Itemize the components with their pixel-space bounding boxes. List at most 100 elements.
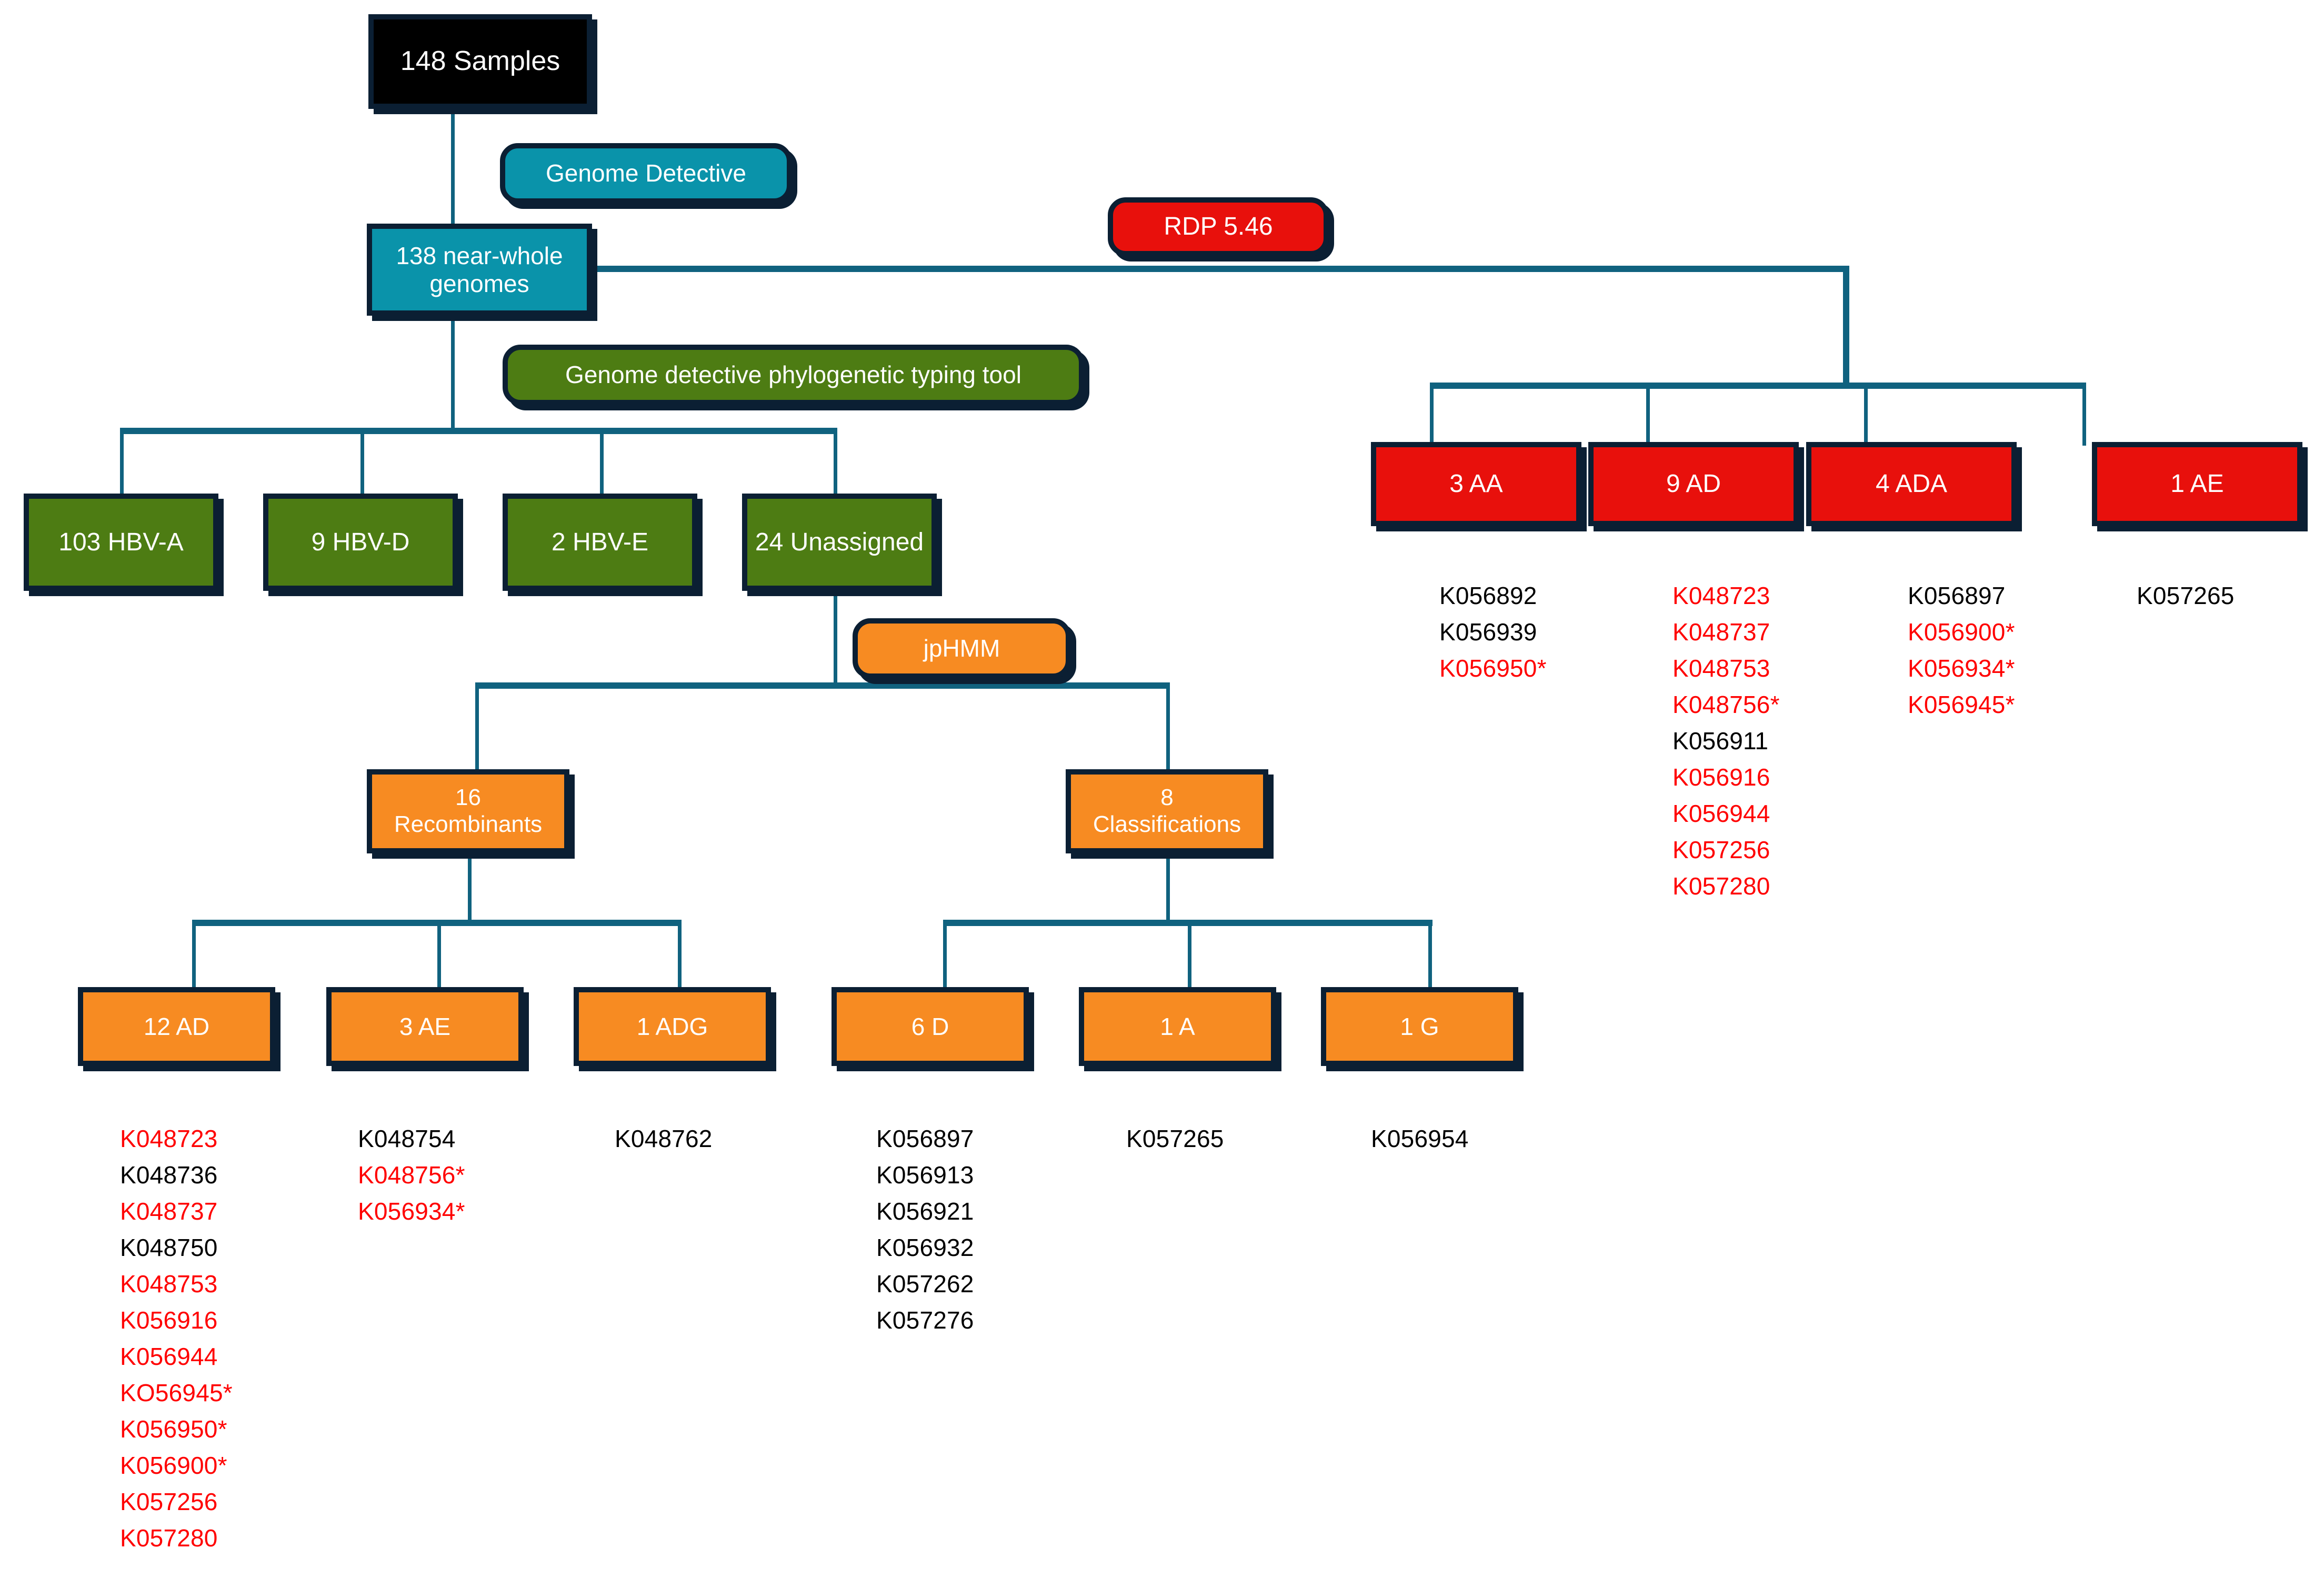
connector-jphmm-classifications [1166,682,1170,769]
sample-id: K048756* [1672,691,1780,718]
node-tool-genome-detective[interactable]: Genome Detective [500,143,792,204]
connector-rec-1adg [678,920,682,991]
connector-green-d [360,428,364,494]
sample-id: K057256 [120,1488,218,1515]
node-rdp-1-ae[interactable]: 1 AE [2092,442,2302,526]
node-rec-3-ae[interactable]: 3 AE [326,987,524,1066]
sample-id: K056913 [876,1161,974,1189]
node-genotype-hbv-d[interactable]: 9 HBV-D [263,494,458,591]
node-cls-6-d[interactable]: 6 D [832,987,1029,1066]
sample-id: K048762 [615,1125,713,1152]
node-rec-1-adg-label: 1 ADG [636,1012,708,1040]
sample-list-rec-1-adg: K048762 [615,1121,713,1157]
sample-id: K057265 [2137,582,2235,609]
sample-id: K056911 [1672,727,1769,755]
connector-jphmm-branch-bar [475,682,1170,689]
connector-rdp-9ad [1646,383,1650,446]
connector-rdp-4ada [1864,383,1868,446]
sample-id: K056900* [120,1452,227,1479]
node-138-near-whole-genomes[interactable]: 138 near-whole genomes [367,224,592,316]
node-genotype-hbv-a[interactable]: 103 HBV-A [24,494,218,591]
sample-id: K056921 [876,1198,974,1225]
node-16-recombinants-label: 16 Recombinants [394,785,543,837]
node-16-recombinants[interactable]: 16 Recombinants [367,769,569,853]
node-rec-12-ad-label: 12 AD [143,1012,210,1040]
node-cls-1-g[interactable]: 1 G [1321,987,1518,1066]
node-cls-1-g-label: 1 G [1400,1012,1439,1040]
node-rdp-3-aa-label: 3 AA [1449,470,1503,498]
node-cls-1-a[interactable]: 1 A [1079,987,1276,1066]
node-rdp-1-ae-label: 1 AE [2170,470,2224,498]
node-cls-6-d-label: 6 D [911,1012,949,1040]
connector-jphmm-recombinants [475,682,479,769]
sample-id: K057256 [1672,836,1770,863]
node-rdp-4-ada[interactable]: 4 ADA [1806,442,2017,526]
sample-id: K056954 [1371,1125,1469,1152]
node-tool-genome-detective-label: Genome Detective [546,159,746,187]
node-tool-jphmm[interactable]: jpHMM [853,618,1071,679]
node-8-classifications[interactable]: 8 Classifications [1066,769,1268,853]
node-tool-phylogenetic-typing-label: Genome detective phylogenetic typing too… [565,361,1021,389]
node-rdp-9-ad[interactable]: 9 AD [1588,442,1799,526]
node-genotype-unassigned-label: 24 Unassigned [755,528,924,556]
sample-id: K056939 [1439,618,1537,646]
sample-id: K048754 [358,1125,456,1152]
connector-rdp-1ae [2082,383,2086,446]
sample-id: K048737 [120,1198,218,1225]
node-148-samples-label: 148 Samples [400,46,560,77]
connector-genomes-to-rdp-branch [584,266,1849,272]
connector-green-unassigned [834,428,837,494]
node-148-samples[interactable]: 148 Samples [368,14,592,109]
node-cls-1-a-label: 1 A [1160,1012,1195,1040]
connector-cls-1a [1188,920,1191,991]
connector-genomes-down [451,316,455,428]
node-genotype-hbv-e-label: 2 HBV-E [551,528,649,556]
sample-id: K056945* [1908,691,2015,718]
sample-id: KO56945* [120,1379,233,1406]
node-genotype-hbv-e[interactable]: 2 HBV-E [503,494,697,591]
connector-cls-6d [943,920,947,991]
sample-id: K056916 [120,1306,218,1334]
sample-list-rdp-1-ae: K057265 [2137,578,2235,614]
node-rdp-3-aa[interactable]: 3 AA [1371,442,1581,526]
node-rec-1-adg[interactable]: 1 ADG [574,987,771,1066]
sample-id: K056897 [1908,582,2006,609]
node-genotype-hbv-d-label: 9 HBV-D [311,528,410,556]
sample-id: K048723 [120,1125,218,1152]
sample-id: K056932 [876,1234,974,1261]
sample-id: K056897 [876,1125,974,1152]
node-rdp-9-ad-label: 9 AD [1666,470,1721,498]
sample-id: K057276 [876,1306,974,1334]
connector-classifications-down [1166,852,1170,921]
node-tool-rdp[interactable]: RDP 5.46 [1108,197,1329,256]
sample-id: K057280 [1672,872,1770,900]
node-tool-phylogenetic-typing[interactable]: Genome detective phylogenetic typing too… [503,345,1084,405]
sample-id: K048756* [358,1161,465,1189]
sample-id: K056900* [1908,618,2015,646]
sample-id: K048750 [120,1234,218,1261]
sample-id: K048723 [1672,582,1770,609]
connector-rec-3ae [437,920,441,991]
connector-green-branch-bar [120,428,837,434]
node-genotype-hbv-a-label: 103 HBV-A [58,528,184,556]
node-8-classifications-label: 8 Classifications [1093,785,1241,837]
connector-green-e [600,428,604,494]
node-rec-3-ae-label: 3 AE [399,1012,451,1040]
node-genotype-unassigned[interactable]: 24 Unassigned [742,494,937,591]
sample-id: K048753 [1672,655,1770,682]
sample-id: K056934* [1908,655,2015,682]
sample-id: K057280 [120,1524,218,1552]
sample-id: K048737 [1672,618,1770,646]
sample-id: K057262 [876,1270,974,1298]
sample-id: K056944 [120,1343,218,1370]
node-rec-12-ad[interactable]: 12 AD [78,987,275,1066]
connector-recombinants-down [468,852,472,921]
connector-samples-to-genomes [451,109,455,227]
sample-id: K056944 [1672,800,1770,827]
